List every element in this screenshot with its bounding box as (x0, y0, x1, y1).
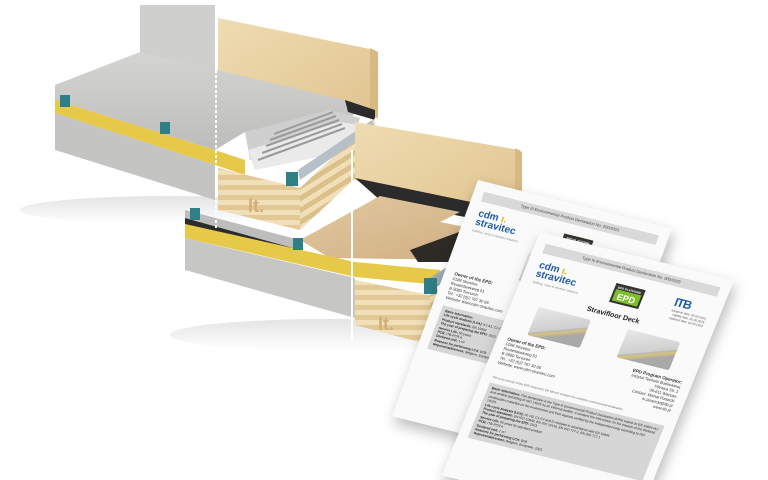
wall-mark: lt. (248, 196, 264, 216)
svg-text:lt.: lt. (378, 314, 394, 334)
clip-icon (160, 122, 170, 134)
clt-wall-upper (218, 168, 300, 230)
concrete-beam (55, 113, 215, 200)
concrete-beam-lower (185, 238, 355, 318)
clip-icon (286, 172, 298, 186)
epd-verified-logo: EPD PLATFORM EPD (608, 282, 646, 309)
clt-wall-lower (355, 280, 430, 345)
cdm-stravitec-logo: cdm ı. stravitec building, noise & vibra… (532, 259, 580, 295)
steel-deck-profile (248, 111, 360, 170)
timber-wall-upper (218, 18, 375, 118)
clip-icon (60, 95, 70, 107)
